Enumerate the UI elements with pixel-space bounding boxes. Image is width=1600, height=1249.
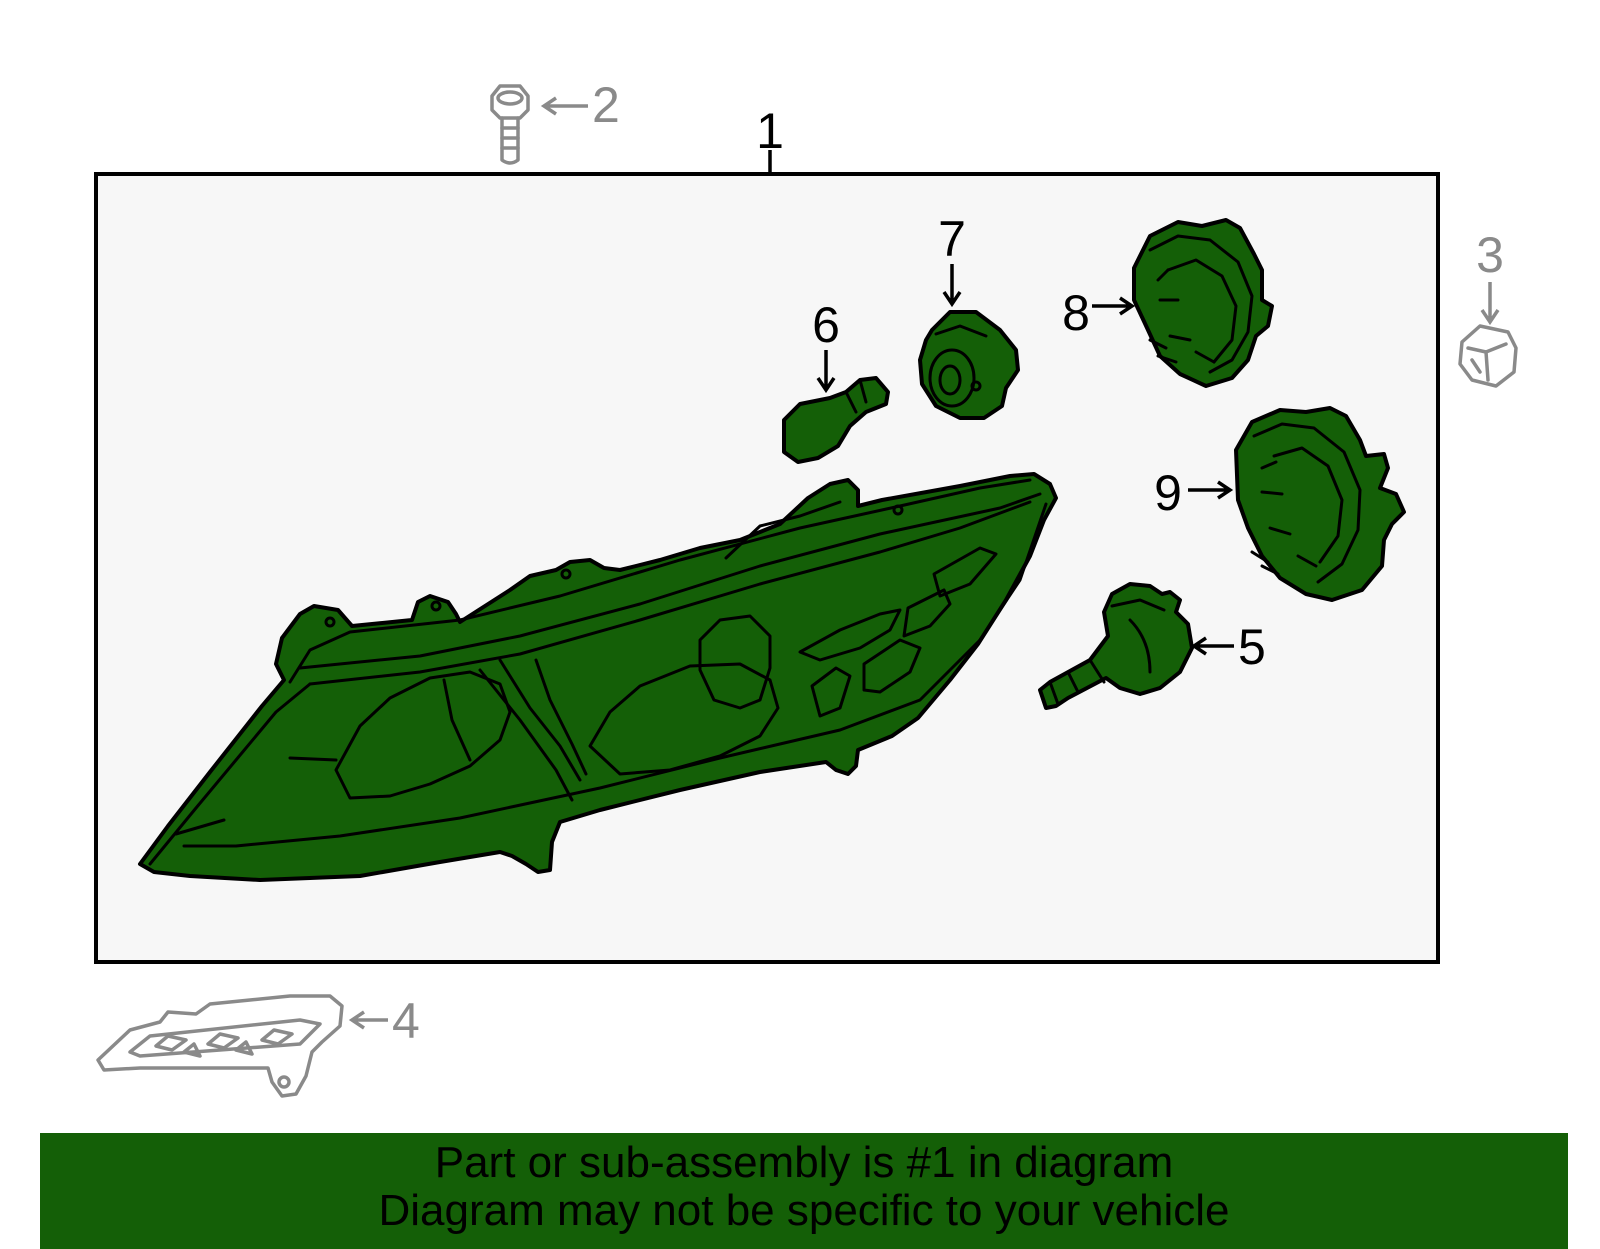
- callout-1[interactable]: 1: [756, 103, 784, 159]
- callout-5[interactable]: 5: [1238, 619, 1266, 675]
- callout-6[interactable]: 6: [812, 297, 840, 353]
- callout-7[interactable]: 7: [938, 211, 966, 267]
- callout-2[interactable]: 2: [592, 77, 620, 133]
- banner-line-1: Part or sub-assembly is #1 in diagram: [434, 1138, 1174, 1187]
- callout-2-arrow: [540, 96, 588, 116]
- bolt-part-2[interactable]: [490, 84, 530, 165]
- callout-8[interactable]: 8: [1062, 285, 1090, 341]
- headlamp-assembly-part-1[interactable]: [138, 472, 1058, 882]
- dust-cap-part-8[interactable]: [1132, 218, 1274, 388]
- callout-4-arrow: [348, 1010, 388, 1030]
- socket-part-7[interactable]: [918, 310, 1020, 420]
- callout-8-arrow: [1092, 296, 1136, 316]
- callout-5-arrow: [1190, 636, 1234, 656]
- wedge-bulb-part-6[interactable]: [782, 376, 890, 464]
- halogen-bulb-part-5[interactable]: [1038, 582, 1194, 710]
- socket-part-3[interactable]: [1458, 324, 1518, 388]
- callout-9[interactable]: 9: [1154, 465, 1182, 521]
- callout-7-arrow: [942, 264, 962, 308]
- info-banner: Part or sub-assembly is #1 in diagram Di…: [40, 1133, 1568, 1249]
- callout-4[interactable]: 4: [392, 993, 420, 1049]
- callout-6-arrow: [816, 350, 836, 394]
- bracket-part-4[interactable]: [96, 994, 344, 1098]
- banner-line-2: Diagram may not be specific to your vehi…: [378, 1186, 1230, 1235]
- callout-3-arrow: [1480, 282, 1500, 326]
- callout-3[interactable]: 3: [1476, 227, 1504, 283]
- callout-9-arrow: [1188, 480, 1234, 500]
- dust-cap-part-9[interactable]: [1234, 406, 1406, 602]
